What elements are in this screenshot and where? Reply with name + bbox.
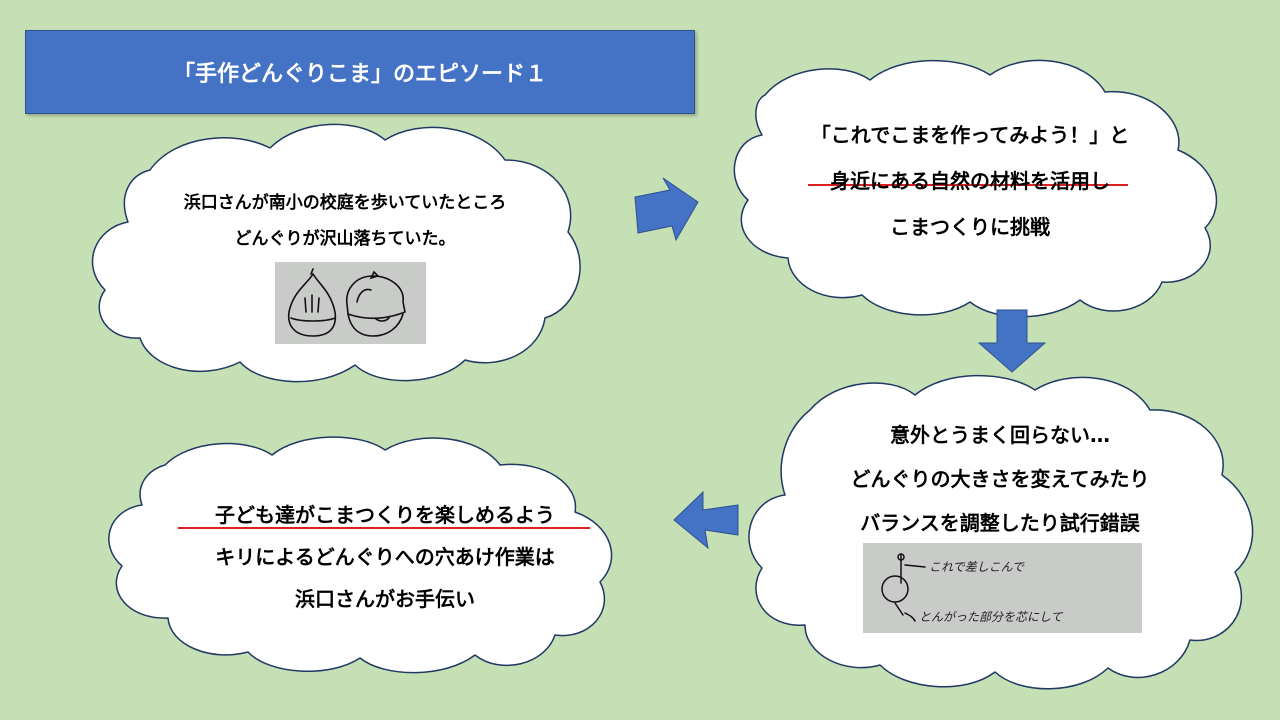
cloud-2-line-2: 身近にある自然の材料を活用し: [830, 169, 1110, 193]
cloud-1-line-2: どんぐりが沢山落ちていた。: [234, 229, 456, 249]
page-title: 「手作どんぐりこま」のエピソード１: [25, 30, 695, 114]
cloud-4-line-1: 子ども達がこまつくりを楽しめるよう: [215, 503, 555, 527]
acorn-sketch-drawing: [287, 268, 406, 337]
arrow-down: [977, 309, 1047, 373]
cloud-3-line-1: 意外とうまく回らない…: [890, 423, 1110, 447]
title-text: 「手作どんぐりこま」のエピソード１: [172, 62, 547, 87]
cloud-4-line-2: キリによるどんぐりへの穴あけ作業は: [215, 545, 555, 569]
cloud-1-line-1: 浜口さんが南小の校庭を歩いていたところ: [183, 193, 507, 213]
top-sketch-drawing: これで差しこんで とんがった部分を芯にして: [881, 553, 1064, 624]
cloud-2-line-1: 「これでこまを作ってみよう！」と: [810, 123, 1130, 147]
cloud-3-text: 意外とうまく回らない… どんぐりの大きさを変えてみたり バランスを調整したり試行…: [795, 413, 1205, 545]
cloud-shape-2: [733, 59, 1218, 318]
cloud-1-text: 浜口さんが南小の校庭を歩いていたところ どんぐりが沢山落ちていた。: [140, 185, 550, 257]
cloud-2-line-3: こまつくりに挑戦: [890, 215, 1050, 239]
sketch-note-1: これで差しこんで: [929, 560, 1025, 574]
cloud-2-text: 「これでこまを作ってみよう！」と 身近にある自然の材料を活用し こまつくりに挑戦: [760, 112, 1180, 250]
cloud-shape-4: [108, 436, 613, 674]
arrow-right: [634, 177, 699, 242]
cloud-3-line-2: どんぐりの大きさを変えてみたり: [850, 467, 1150, 491]
cloud-4-text: 子ども達がこまつくりを楽しめるよう キリによるどんぐりへの穴あけ作業は 浜口さん…: [160, 494, 610, 620]
cloud-4-line-3: 浜口さんがお手伝い: [295, 587, 475, 611]
acorn-sketch-image: [275, 262, 426, 344]
arrow-left: [673, 490, 739, 550]
top-sketch-image: これで差しこんで とんがった部分を芯にして: [863, 543, 1142, 633]
cloud-3-line-3: バランスを調整したり試行錯誤: [860, 511, 1140, 535]
sketch-note-2: とんがった部分を芯にして: [919, 610, 1064, 624]
cloud-shape-1: [91, 123, 581, 383]
